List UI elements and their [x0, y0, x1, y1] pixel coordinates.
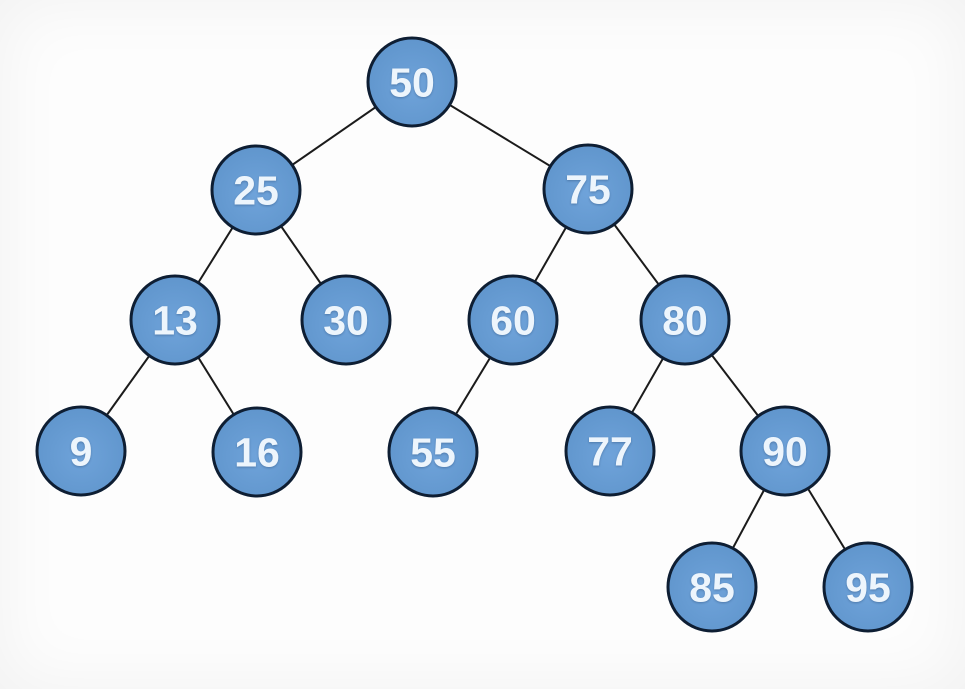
tree-node-85: 85	[666, 541, 758, 633]
node-value: 60	[490, 297, 536, 343]
node-value: 77	[587, 428, 633, 474]
node-circle	[564, 405, 656, 497]
tree-node-95: 95	[822, 541, 914, 633]
node-value: 90	[762, 428, 808, 474]
node-value: 16	[234, 429, 280, 475]
tree-node-55: 55	[387, 406, 479, 498]
node-value: 75	[565, 166, 611, 212]
tree-node-30: 30	[300, 274, 392, 366]
tree-node-75: 75	[542, 143, 634, 235]
tree-node-25: 25	[210, 144, 302, 236]
tree-node-13: 13	[129, 274, 221, 366]
node-circle	[129, 274, 221, 366]
node-circle	[639, 274, 731, 366]
tree-node-16: 16	[211, 406, 303, 498]
node-value: 13	[152, 297, 198, 343]
node-circle	[211, 406, 303, 498]
node-circle	[542, 143, 634, 235]
node-circle	[210, 144, 302, 236]
node-circle	[366, 36, 458, 128]
tree-nodes: 50 25 75 13 30 60 80 9 16 55 77 90 85 95	[35, 36, 914, 633]
tree-node-50: 50	[366, 36, 458, 128]
node-circle	[666, 541, 758, 633]
node-value: 85	[689, 564, 735, 610]
tree-node-9: 9	[35, 405, 127, 497]
tree-node-77: 77	[564, 405, 656, 497]
node-circle	[387, 406, 479, 498]
tree-node-80: 80	[639, 274, 731, 366]
node-circle	[822, 541, 914, 633]
node-value: 25	[233, 167, 279, 213]
node-value: 95	[845, 564, 891, 610]
node-value: 55	[410, 429, 456, 475]
node-circle	[35, 405, 127, 497]
node-value: 80	[662, 297, 708, 343]
node-value: 50	[389, 59, 435, 105]
node-value: 9	[70, 428, 93, 474]
node-circle	[467, 274, 559, 366]
node-value: 30	[323, 297, 369, 343]
node-circle	[300, 274, 392, 366]
tree-node-90: 90	[739, 405, 831, 497]
tree-node-60: 60	[467, 274, 559, 366]
node-circle	[739, 405, 831, 497]
